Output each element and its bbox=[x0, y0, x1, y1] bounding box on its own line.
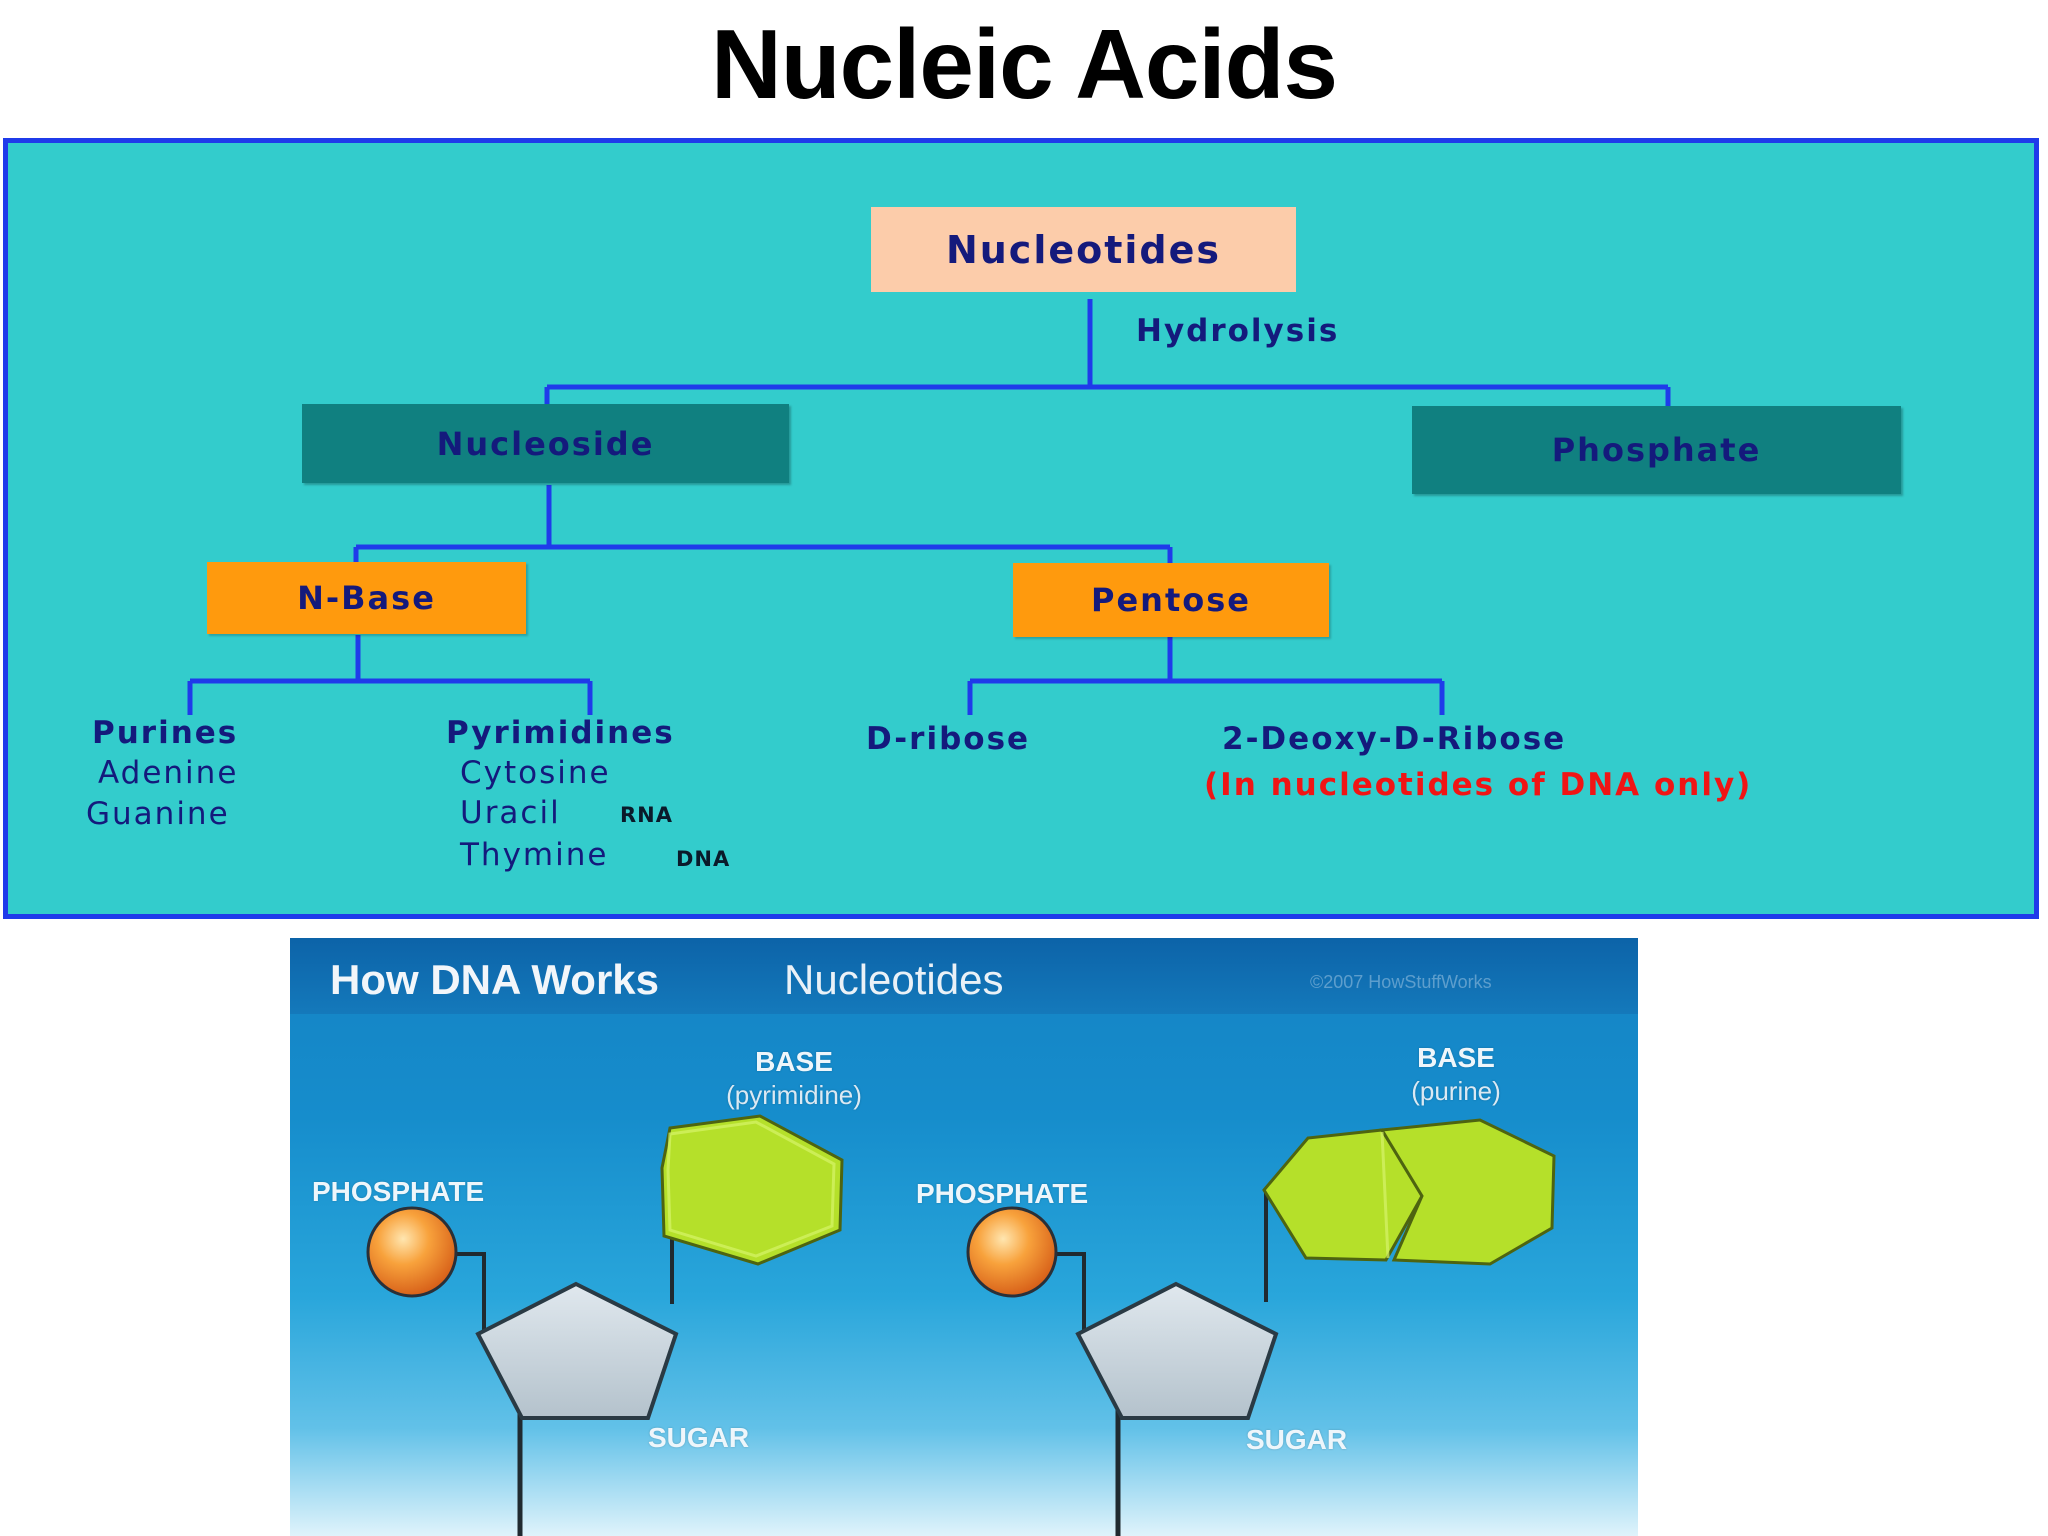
pyrimidine-label: (pyrimidine) bbox=[726, 1080, 862, 1110]
sugar-label-left: SUGAR bbox=[648, 1422, 750, 1453]
d-ribose-label: D-ribose bbox=[866, 721, 1031, 757]
figure-header bbox=[290, 938, 1638, 1014]
connector-lines bbox=[187, 299, 1671, 715]
guanine-label: Guanine bbox=[86, 796, 230, 832]
right-nucleotide bbox=[966, 1118, 1556, 1536]
classification-panel: Nucleotides Hydrolysis Nucleoside Phosph… bbox=[3, 138, 2039, 919]
n-base-box: N-Base bbox=[207, 562, 526, 634]
base-label-right: BASE bbox=[1417, 1042, 1495, 1073]
page-title: Nucleic Acids bbox=[710, 9, 1338, 119]
nucleoside-box: Nucleoside bbox=[302, 404, 789, 483]
pyrimidines-heading: Pyrimidines bbox=[446, 715, 675, 751]
thymine-label: Thymine bbox=[460, 837, 609, 873]
phosphate-label-left: PHOSPHATE bbox=[312, 1176, 485, 1207]
purines-heading: Purines bbox=[92, 715, 239, 751]
sugar-pentagon-right bbox=[1075, 1281, 1279, 1420]
uracil-label: Uracil bbox=[460, 795, 561, 831]
purine-label: (purine) bbox=[1411, 1076, 1501, 1106]
figure-subtitle: Nucleotides bbox=[784, 956, 1004, 1003]
pyrimidine-hexagon bbox=[660, 1114, 844, 1266]
cytosine-label: Cytosine bbox=[460, 755, 611, 791]
rna-tag: RNA bbox=[620, 803, 673, 827]
nucleotides-box: Nucleotides bbox=[871, 207, 1296, 292]
phosphate-label-right: PHOSPHATE bbox=[916, 1178, 1089, 1209]
phosphate-box: Phosphate bbox=[1412, 406, 1901, 494]
pentose-box: Pentose bbox=[1013, 563, 1329, 637]
sugar-label-right: SUGAR bbox=[1246, 1424, 1348, 1455]
dna-nucleotide-figure: How DNA Works Nucleotides ©2007 HowStuff… bbox=[290, 938, 1638, 1536]
figure-title: How DNA Works bbox=[330, 956, 660, 1003]
purine-hexagon-ring bbox=[1379, 1118, 1556, 1266]
left-nucleotide bbox=[366, 1114, 844, 1536]
base-label-left: BASE bbox=[755, 1046, 833, 1077]
adenine-label: Adenine bbox=[98, 755, 239, 791]
dna-only-note: (In nucleotides of DNA only) bbox=[1204, 767, 1753, 803]
phosphate-ball-right bbox=[966, 1206, 1058, 1298]
hydrolysis-label: Hydrolysis bbox=[1136, 313, 1340, 349]
phosphate-ball-left bbox=[366, 1206, 458, 1298]
copyright-watermark: ©2007 HowStuffWorks bbox=[1310, 972, 1492, 992]
dna-tag: DNA bbox=[676, 847, 731, 871]
deoxy-ribose-label: 2-Deoxy-D-Ribose bbox=[1222, 721, 1567, 757]
nucleotide-illustration bbox=[366, 1114, 1556, 1536]
sugar-pentagon-left bbox=[475, 1281, 679, 1420]
